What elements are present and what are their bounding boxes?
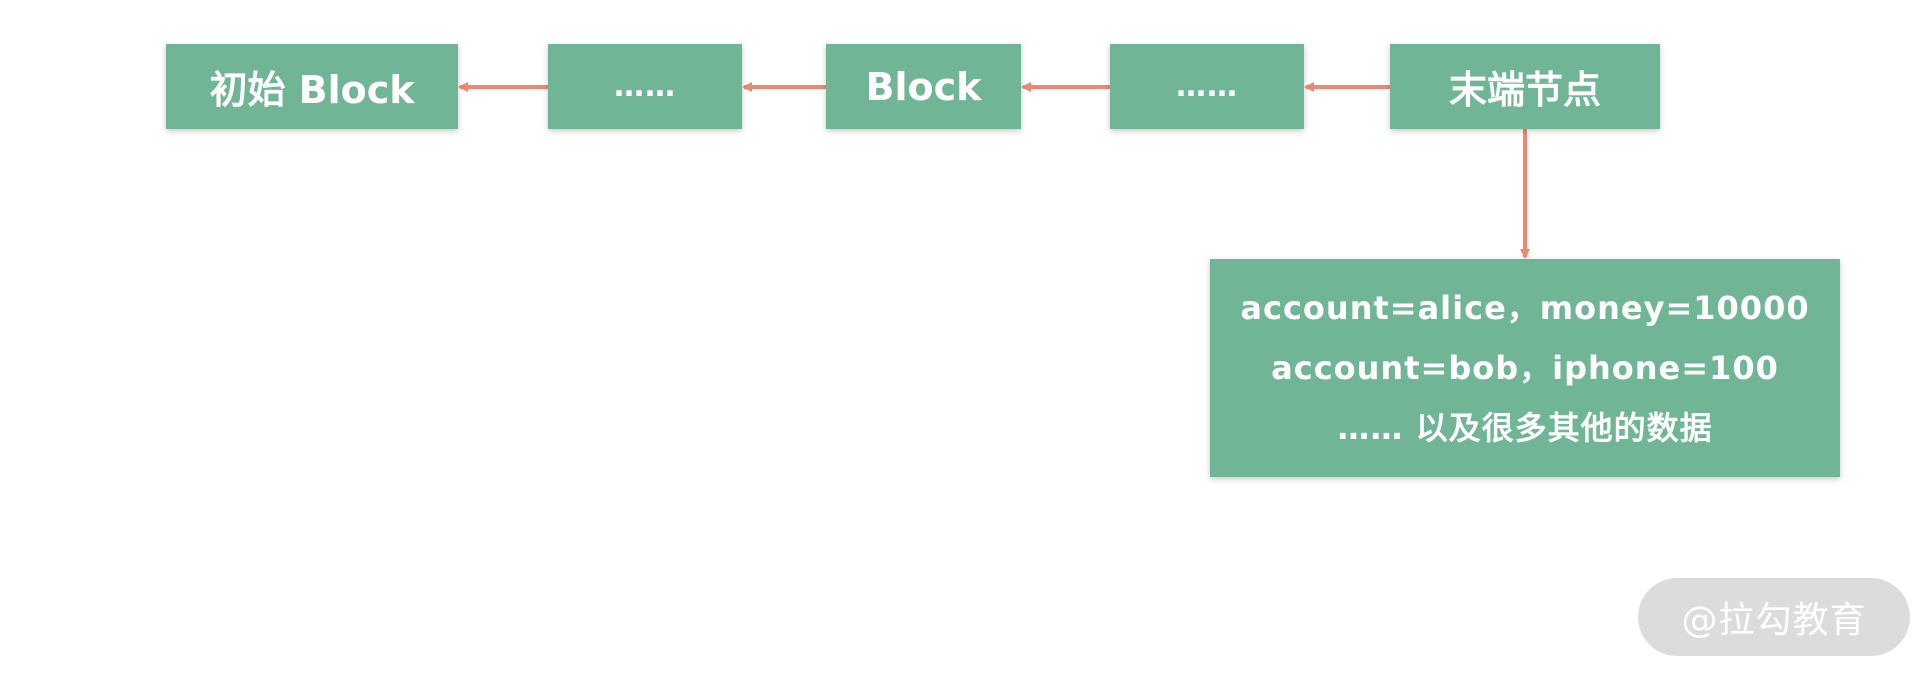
middle-block-label: Block (865, 64, 982, 109)
watermark-badge: @拉勾教育 (1638, 578, 1910, 656)
tip-node-block-label: 末端节点 (1448, 68, 1601, 112)
ellipsis-block-1: …… (548, 44, 742, 129)
middle-block: Block (826, 44, 1021, 129)
state-line-more: …… 以及很多其他的数据 (1337, 409, 1713, 447)
tip-node-block: 末端节点 (1390, 44, 1660, 129)
ellipsis-block-2-label: …… (1176, 69, 1238, 104)
state-line-alice: account=alice，money=10000 (1240, 289, 1810, 327)
genesis-block-label: 初始 Block (209, 68, 415, 112)
state-line-bob: account=bob，iphone=100 (1271, 349, 1779, 387)
ellipsis-block-2: …… (1110, 44, 1304, 129)
state-data-box: account=alice，money=10000 account=bob，ip… (1210, 259, 1840, 477)
ellipsis-block-1-label: …… (614, 69, 676, 104)
watermark-text: @拉勾教育 (1681, 600, 1867, 641)
genesis-block: 初始 Block (166, 44, 458, 129)
